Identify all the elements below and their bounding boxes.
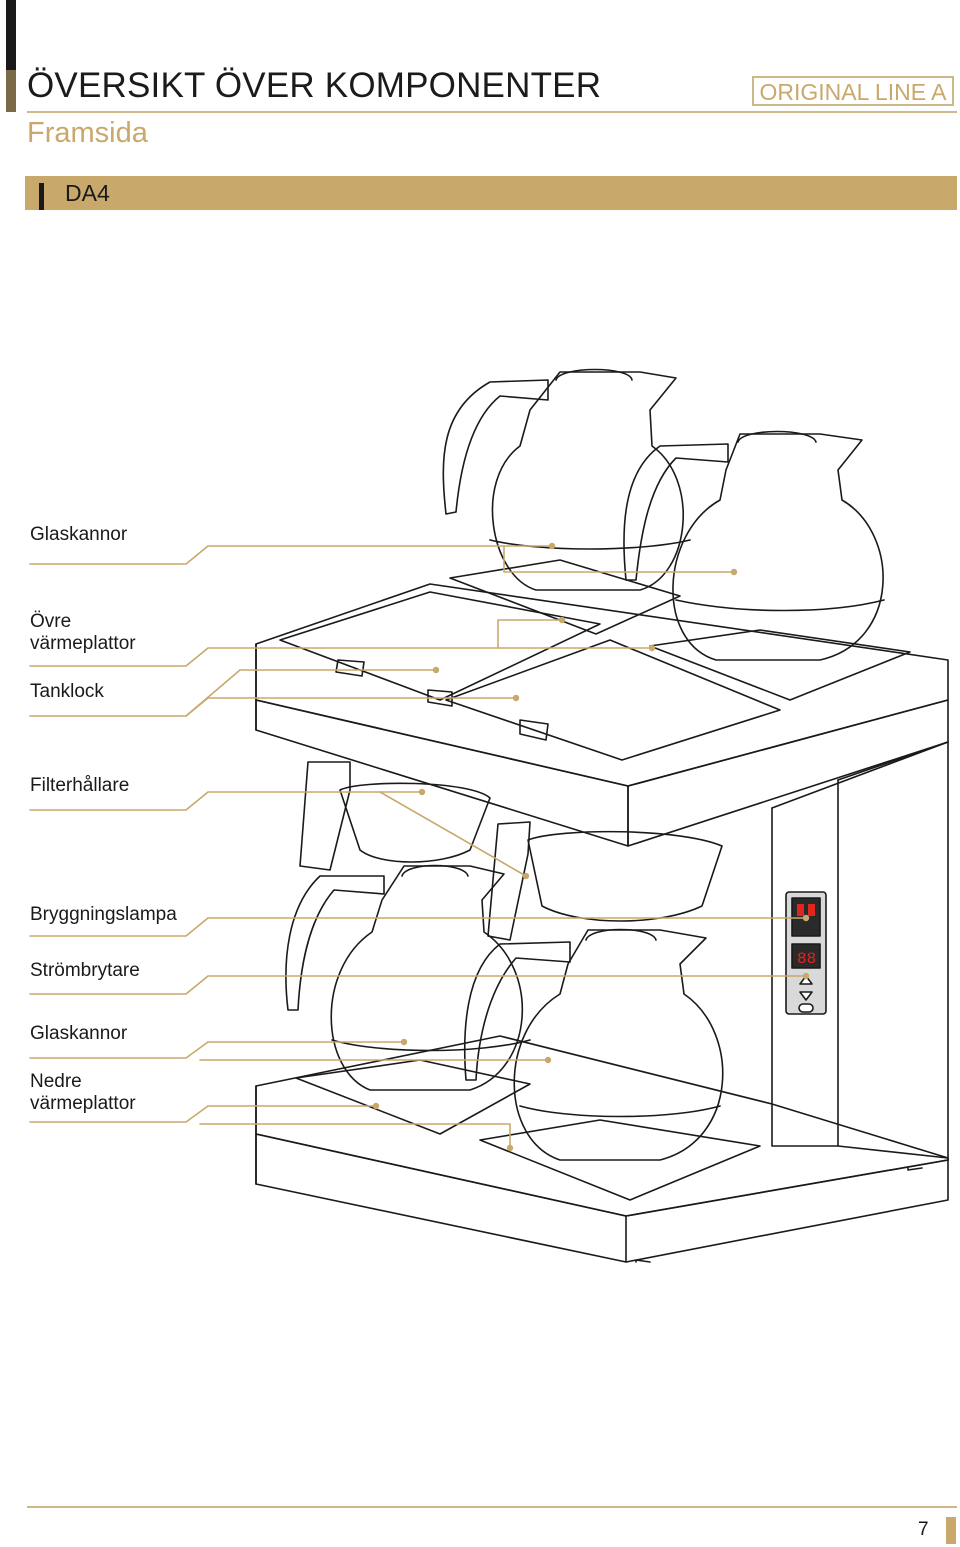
brewing-lamp-right xyxy=(808,904,815,916)
callout-glass-jugs-top: Glaskannor xyxy=(30,524,128,545)
callout-lower-hotplates-line1: Nedre xyxy=(30,1071,82,1092)
section-marker xyxy=(39,183,44,210)
page-edge-bar xyxy=(6,0,16,112)
section-title: DA4 xyxy=(65,180,110,206)
lower-hotplates xyxy=(295,1059,761,1201)
callout-tank-lid: Tanklock xyxy=(30,681,104,702)
glass-jug-lower-right xyxy=(463,928,724,1161)
arrow-down-icon xyxy=(799,991,813,1001)
control-panel: 88 xyxy=(785,891,827,1015)
page-number-marker xyxy=(946,1517,956,1544)
control-column xyxy=(771,741,949,1159)
header-divider xyxy=(27,111,957,113)
tank-lids xyxy=(279,591,781,761)
callout-filter-holder: Filterhållare xyxy=(30,775,130,796)
callout-leaders xyxy=(29,542,810,1152)
arrow-up-icon xyxy=(799,975,813,985)
base-housing xyxy=(255,1035,949,1263)
callout-lower-hotplates: Nedre värmeplattor xyxy=(30,1071,136,1115)
display-readout: 88 xyxy=(797,950,816,968)
callout-power-switch: Strömbrytare xyxy=(30,960,140,981)
callout-upper-hotplates-line1: Övre xyxy=(30,611,72,632)
callout-lower-hotplates-line2: värmeplattor xyxy=(30,1093,136,1114)
page-edge-bar-accent xyxy=(6,70,16,112)
upper-housing xyxy=(255,583,949,847)
page-number: 7 xyxy=(918,1519,929,1540)
glass-jug-upper-right xyxy=(623,430,885,661)
callout-glass-jugs-bottom: Glaskannor xyxy=(30,1023,128,1044)
upper-hotplates xyxy=(449,559,911,701)
callout-upper-hotplates-line2: värmeplattor xyxy=(30,633,136,654)
callout-upper-hotplates: Övre värmeplattor xyxy=(30,611,136,655)
section-header-band xyxy=(25,176,957,210)
coffee-machine-illustration: 88 xyxy=(29,368,949,1263)
model-badge: ORIGINAL LINE A xyxy=(752,76,954,106)
footer-divider xyxy=(27,1506,957,1508)
power-icon xyxy=(798,1003,814,1013)
filter-holders xyxy=(299,761,723,941)
glass-jug-upper-left xyxy=(442,368,691,591)
callout-brewing-lamp: Bryggningslampa xyxy=(30,904,177,925)
brewing-lamp-left xyxy=(797,904,804,916)
glass-jug-lower-left xyxy=(285,864,531,1091)
page-title: ÖVERSIKT ÖVER KOMPONENTER xyxy=(27,66,602,105)
page-subtitle: Framsida xyxy=(27,117,148,149)
